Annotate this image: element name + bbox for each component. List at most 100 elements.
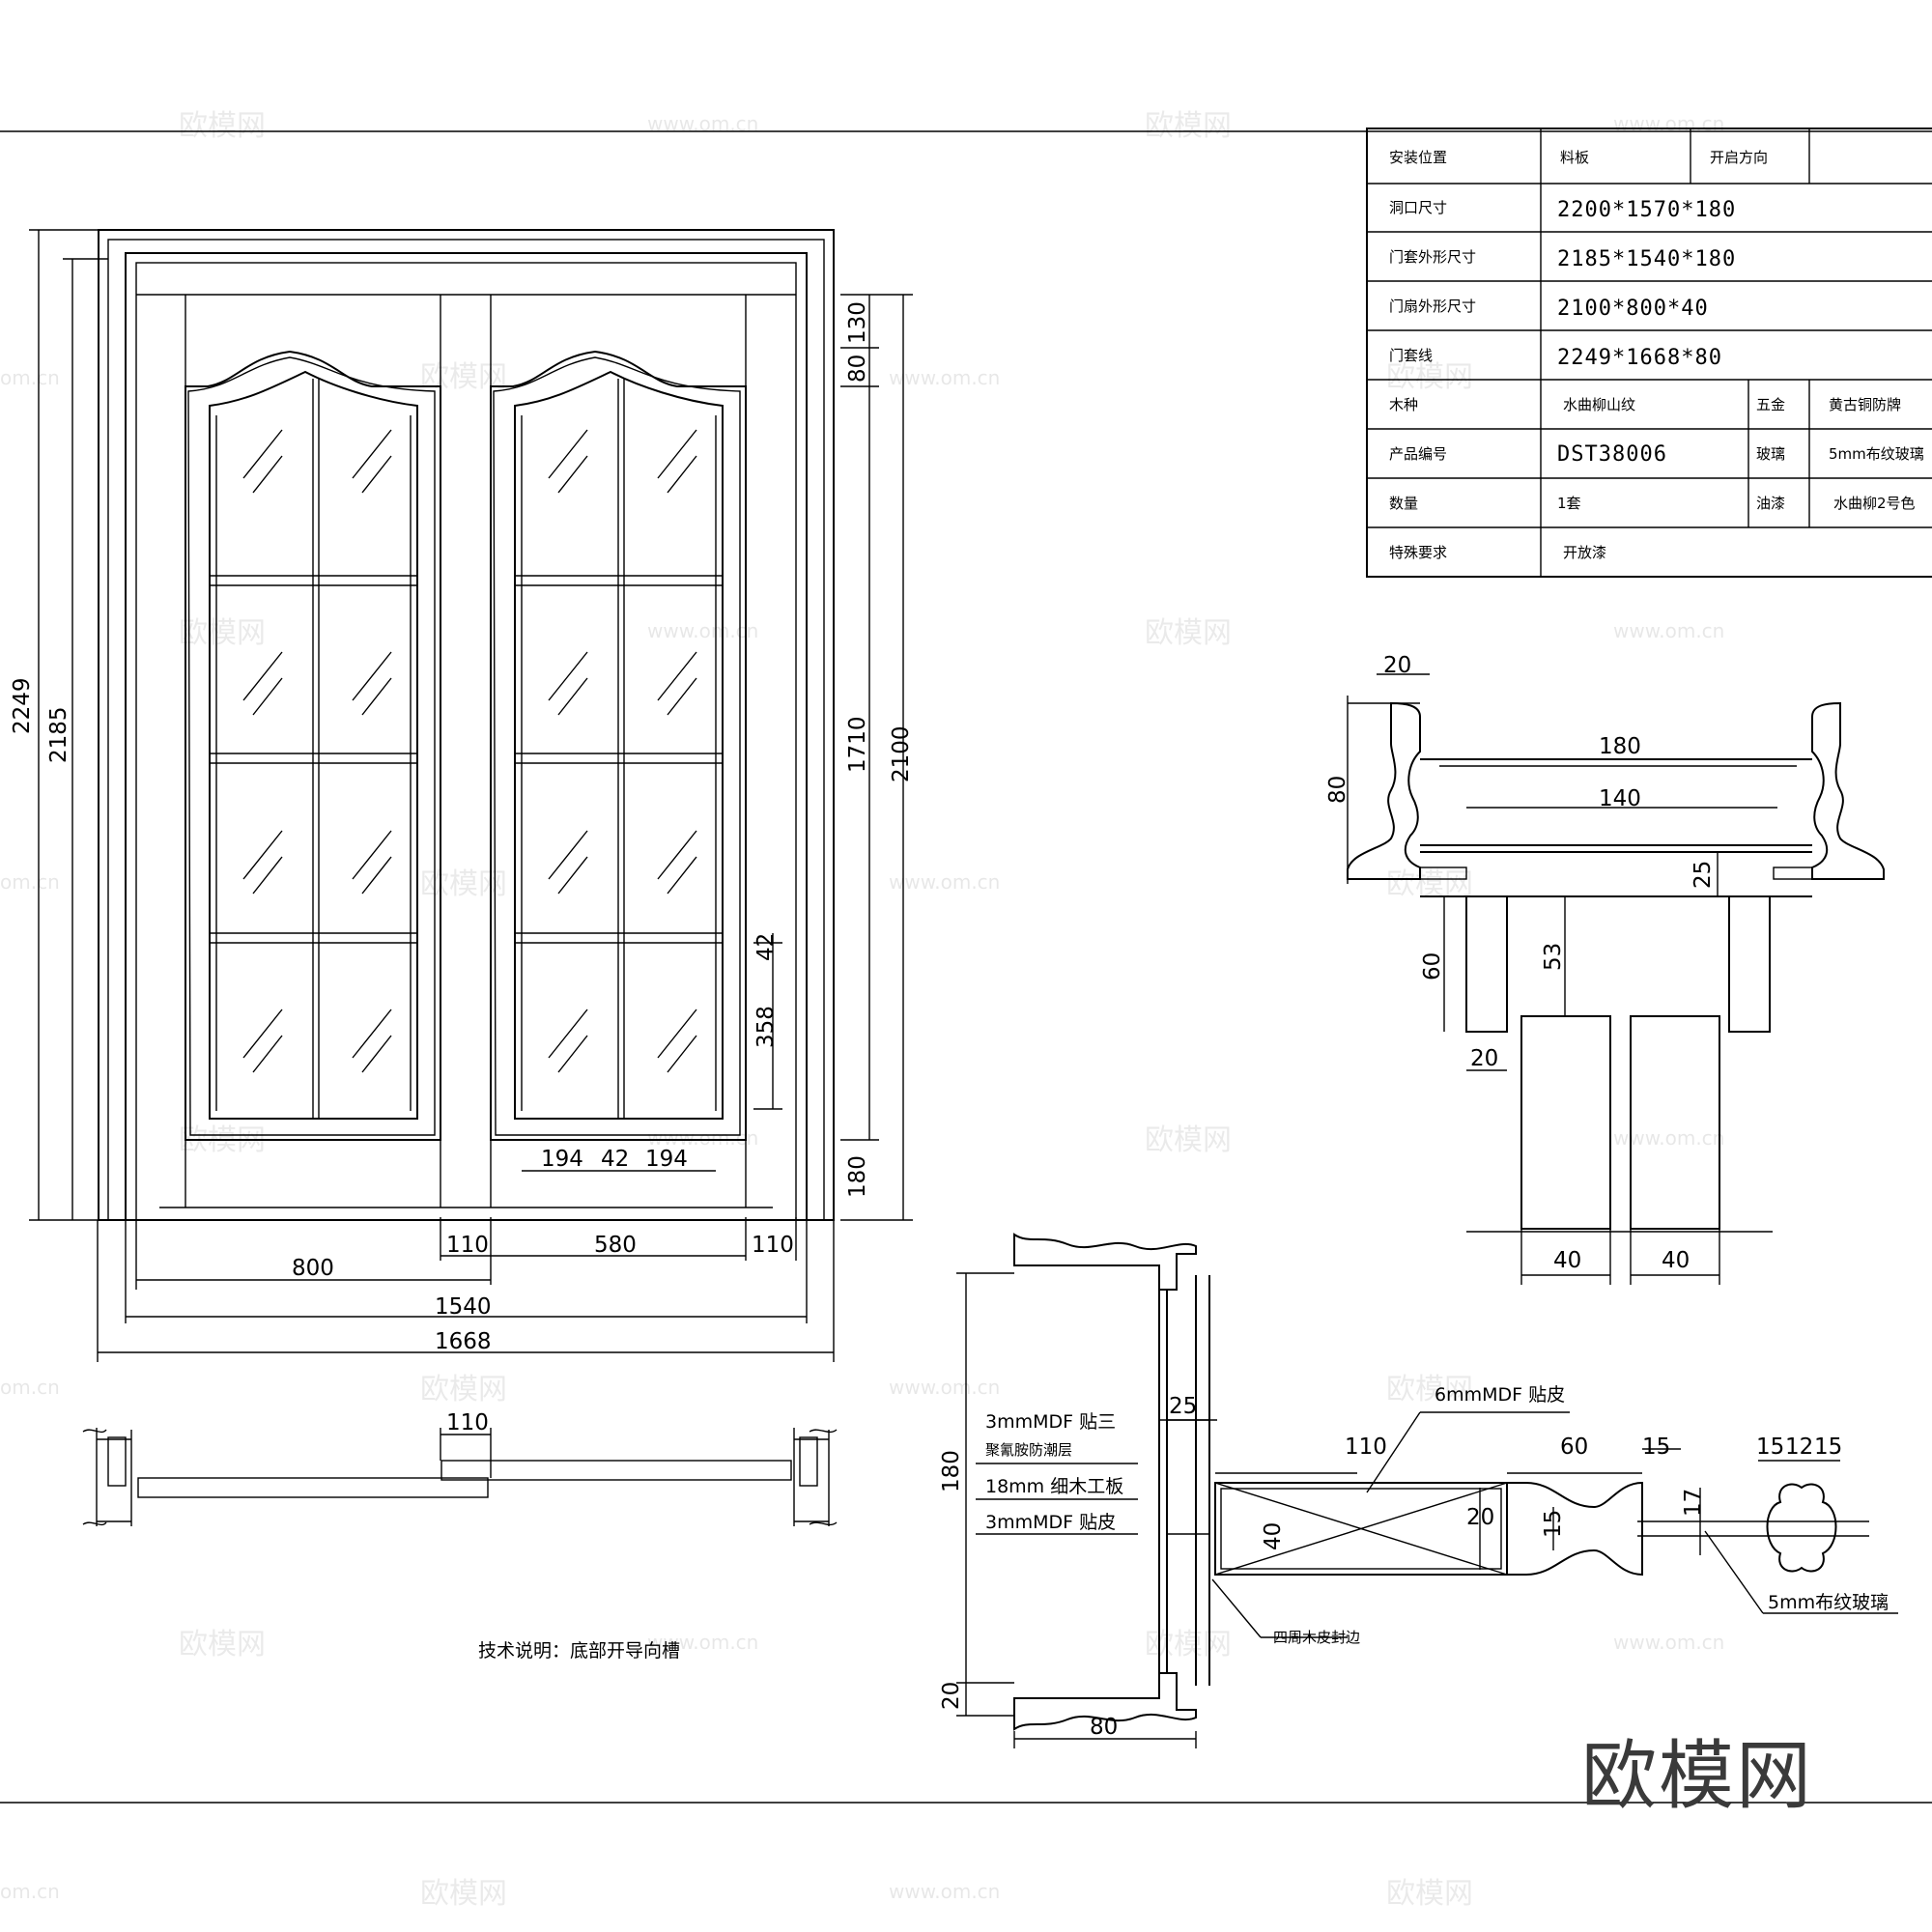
watermark-site: www.om.cn — [889, 1880, 1000, 1903]
sheet-border — [0, 130, 1932, 1804]
dim-plan-overlap: 110 — [446, 1410, 489, 1435]
dim-arch: 80 — [845, 355, 870, 383]
dim-leaf-thk: 40 — [1261, 1522, 1286, 1550]
watermark-tile: 欧模网 — [179, 1123, 266, 1157]
label-layer1-line2: 聚氰胺防潮层 — [985, 1441, 1072, 1459]
value-opening-size: 2200*1570*180 — [1557, 198, 1736, 222]
dim-bead-b: 12 — [1785, 1435, 1813, 1460]
dim-lower-pane: 358 — [753, 1006, 779, 1048]
dim-muntin: 42 — [753, 933, 779, 961]
watermark-site: www.om.cn — [1613, 1631, 1724, 1654]
watermark-site: www.om.cn — [889, 366, 1000, 389]
dim-casing-lip: 20 — [1383, 653, 1411, 678]
dim-pane-b: 194 — [645, 1147, 688, 1172]
dim-casing-inner: 140 — [1599, 786, 1641, 811]
dim-core-b: 15 — [1541, 1510, 1566, 1538]
watermark-tile: 欧模网 — [1386, 360, 1473, 394]
watermark-tile: 欧模网 — [179, 1628, 266, 1662]
spec-table-text: 安装位置 料板 开启方向 洞口尺寸 2200*1570*180 门套外形尺寸 2… — [1389, 149, 1924, 561]
label-skin: 6mmMDF 贴皮 — [1435, 1384, 1565, 1406]
watermark-tile: 欧模网 — [1386, 1373, 1473, 1406]
label-hardware: 五金 — [1756, 396, 1785, 413]
label-leaf-size: 门扇外形尺寸 — [1389, 298, 1476, 315]
dim-casing-leg-width: 20 — [1470, 1046, 1498, 1071]
dim-panel-height: 1710 — [845, 716, 870, 773]
watermark-tile: 欧模网 — [1386, 867, 1473, 901]
label-layer1-line1: 3mmMDF 贴三 — [985, 1411, 1116, 1433]
jamb-section — [956, 1233, 1898, 1748]
label-paint: 油漆 — [1756, 495, 1785, 512]
label-glass-section: 5mm布纹玻璃 — [1768, 1592, 1889, 1613]
dim-molding: 60 — [1560, 1435, 1588, 1460]
dim-jamb-bottom: 20 — [939, 1682, 964, 1710]
label-product-code: 产品编号 — [1389, 445, 1447, 463]
watermark-tile: 欧模网 — [1386, 1877, 1473, 1911]
dim-leaf-height: 2100 — [889, 725, 914, 782]
watermark-tile: 欧模网 — [1145, 616, 1232, 650]
dim-casing-rebate: 25 — [1690, 861, 1716, 889]
dim-bead-c: 15 — [1814, 1435, 1842, 1460]
casing-section-labels: 20 180 140 80 25 60 20 53 40 40 — [1325, 653, 1716, 1273]
watermark-tile: 欧模网 — [420, 1373, 507, 1406]
label-open-direction: 开启方向 — [1710, 149, 1768, 166]
dim-glazing: 17 — [1681, 1489, 1706, 1517]
dim-pane-a: 194 — [541, 1147, 583, 1172]
watermark-tile: 欧模网 — [1145, 1123, 1232, 1157]
dim-casing-total: 180 — [1599, 734, 1641, 759]
watermark-tile: 欧模网 — [1145, 1628, 1232, 1662]
watermark-tile: 欧模网 — [1145, 109, 1232, 143]
watermark-tile: 欧模网 — [179, 616, 266, 650]
value-quantity: 1套 — [1557, 495, 1581, 512]
dim-stile-left: 110 — [446, 1233, 489, 1258]
watermark-edge: om.cn — [0, 1880, 60, 1903]
tech-note: 技术说明：底部开导向槽 — [478, 1640, 680, 1662]
label-material: 料板 — [1560, 149, 1589, 166]
watermark-tile: 欧模网 — [420, 1877, 507, 1911]
value-wood: 水曲柳山纹 — [1563, 396, 1635, 413]
label-layer2: 18mm 细木工板 — [985, 1476, 1123, 1497]
dim-overall-height: 2249 — [10, 677, 35, 734]
value-hardware: 黄古铜防牌 — [1829, 396, 1901, 413]
dim-leaf-b: 40 — [1662, 1248, 1690, 1273]
label-wood: 木种 — [1389, 396, 1418, 413]
dim-glass-zone: 580 — [594, 1233, 637, 1258]
dim-top-rail: 130 — [845, 301, 870, 344]
value-leaf-size: 2100*800*40 — [1557, 297, 1709, 321]
watermark-site: www.om.cn — [647, 619, 758, 642]
watermark-edge: om.cn — [0, 366, 60, 389]
watermark-edge: om.cn — [0, 1376, 60, 1399]
jamb-section-labels: 180 20 80 25 3mmMDF 贴三 聚氰胺防潮层 18mm 细木工板 … — [939, 1384, 1889, 1740]
watermark-site: www.om.cn — [889, 1376, 1000, 1399]
dim-muntin-w: 42 — [601, 1147, 629, 1172]
dim-casing-height: 80 — [1325, 776, 1350, 804]
dim-jamb-height: 180 — [939, 1450, 964, 1492]
label-frame-size: 门套外形尺寸 — [1389, 248, 1476, 266]
elevation-dimensions — [29, 229, 913, 1362]
dim-leaf-a: 40 — [1553, 1248, 1581, 1273]
dim-bead: 15 — [1642, 1435, 1670, 1460]
watermark-edge: om.cn — [0, 870, 60, 894]
dim-bead-a: 15 — [1756, 1435, 1784, 1460]
dim-jamb-casing: 80 — [1090, 1715, 1118, 1740]
dim-leaf-width: 800 — [292, 1256, 334, 1281]
value-glass: 5mm布纹玻璃 — [1829, 445, 1924, 463]
watermark-site: www.om.cn — [647, 112, 758, 135]
value-special: 开放漆 — [1563, 544, 1606, 561]
brand-watermark: 欧模网 — [1581, 1733, 1813, 1820]
label-install-location: 安装位置 — [1389, 149, 1447, 166]
label-casing: 门套线 — [1389, 347, 1433, 364]
dim-jamb-rebate: 25 — [1169, 1394, 1197, 1419]
dim-bottom-rail: 180 — [845, 1155, 870, 1198]
value-product-code: DST38006 — [1557, 442, 1667, 467]
watermark-site: www.om.cn — [647, 1631, 758, 1654]
watermark-site: www.om.cn — [1613, 112, 1724, 135]
label-glass: 玻璃 — [1756, 445, 1785, 463]
dim-casing-width: 1668 — [435, 1329, 492, 1354]
dim-stile-right: 110 — [752, 1233, 794, 1258]
watermark-site: www.om.cn — [1613, 619, 1724, 642]
dim-frame-height: 2185 — [46, 706, 71, 763]
watermark-site: www.om.cn — [647, 1126, 758, 1150]
value-casing: 2249*1668*80 — [1557, 346, 1722, 370]
label-opening-size: 洞口尺寸 — [1389, 199, 1447, 216]
